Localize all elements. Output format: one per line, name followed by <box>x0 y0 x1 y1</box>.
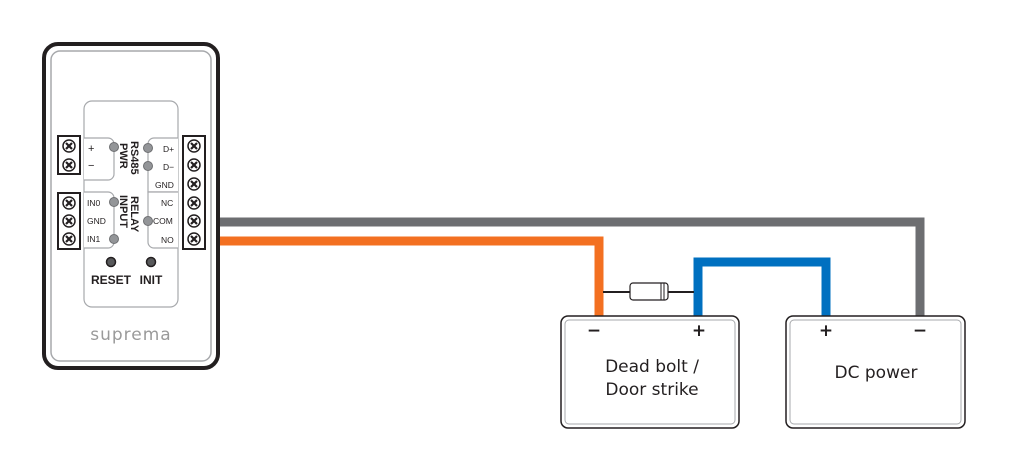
reset-button-hole <box>105 256 117 268</box>
rs485-dminus-label: D− <box>163 162 174 172</box>
reset-button: RESET <box>91 256 132 287</box>
brand-logo: suprema <box>90 325 171 345</box>
lock-positive-terminal: + <box>692 321 706 341</box>
led-in0 <box>109 197 119 207</box>
screw-icon <box>62 158 76 172</box>
controller-device: + − PWR RS485 D+ D− GND IN0 GND IN1 INPU… <box>42 42 220 370</box>
input-gnd-label: GND <box>87 216 106 226</box>
rs485-gnd-label: GND <box>155 180 174 190</box>
relay-com-label: COM <box>153 216 173 226</box>
screw-icon <box>187 214 201 228</box>
screw-icon <box>62 214 76 228</box>
input-in0-label: IN0 <box>87 198 101 208</box>
wires <box>218 217 925 318</box>
screw-icon <box>187 158 201 172</box>
reset-label: RESET <box>91 273 132 287</box>
screw-terminals <box>62 139 201 246</box>
screw-icon <box>62 196 76 210</box>
led-rs485-dminus <box>143 161 153 171</box>
pwr-plus-label: + <box>88 143 94 155</box>
init-button-hole <box>145 256 157 268</box>
led-in1 <box>109 234 119 244</box>
input-in1-label: IN1 <box>87 234 101 244</box>
relay-title: RELAY <box>128 196 140 233</box>
pwr-title: PWR <box>117 143 129 169</box>
wire-blue <box>693 257 831 318</box>
led-relay-com <box>143 216 153 226</box>
dc-positive-terminal: + <box>819 321 833 341</box>
screw-icon <box>187 177 201 191</box>
pwr-minus-label: − <box>88 160 94 172</box>
screw-icon <box>187 232 201 246</box>
led-pwr <box>109 142 119 152</box>
screw-icon <box>62 232 76 246</box>
terminal-block-right <box>182 135 206 250</box>
dc-power-component: + − DC power <box>785 315 966 429</box>
relay-no-label: NO <box>161 235 174 245</box>
init-button: INIT <box>140 256 163 287</box>
init-label: INIT <box>140 273 163 287</box>
screw-icon <box>187 139 201 153</box>
relay-nc-label: NC <box>161 198 173 208</box>
screw-icon <box>187 196 201 210</box>
wire-gray <box>218 217 925 318</box>
lock-label-line1: Dead bolt / <box>605 357 699 377</box>
screw-icon <box>62 139 76 153</box>
lock-negative-terminal: − <box>587 321 601 341</box>
led-rs485-dplus <box>143 143 153 153</box>
diode-icon <box>629 282 669 301</box>
lock-label-line2: Door strike <box>605 380 698 400</box>
rs485-title: RS485 <box>128 141 140 175</box>
dc-power-label: DC power <box>835 363 918 383</box>
lock-component: − + Dead bolt / Door strike <box>560 315 740 429</box>
wire-orange <box>218 236 604 318</box>
input-title: INPUT <box>117 195 129 228</box>
dc-negative-terminal: − <box>913 321 927 341</box>
rs485-dplus-label: D+ <box>163 144 174 154</box>
